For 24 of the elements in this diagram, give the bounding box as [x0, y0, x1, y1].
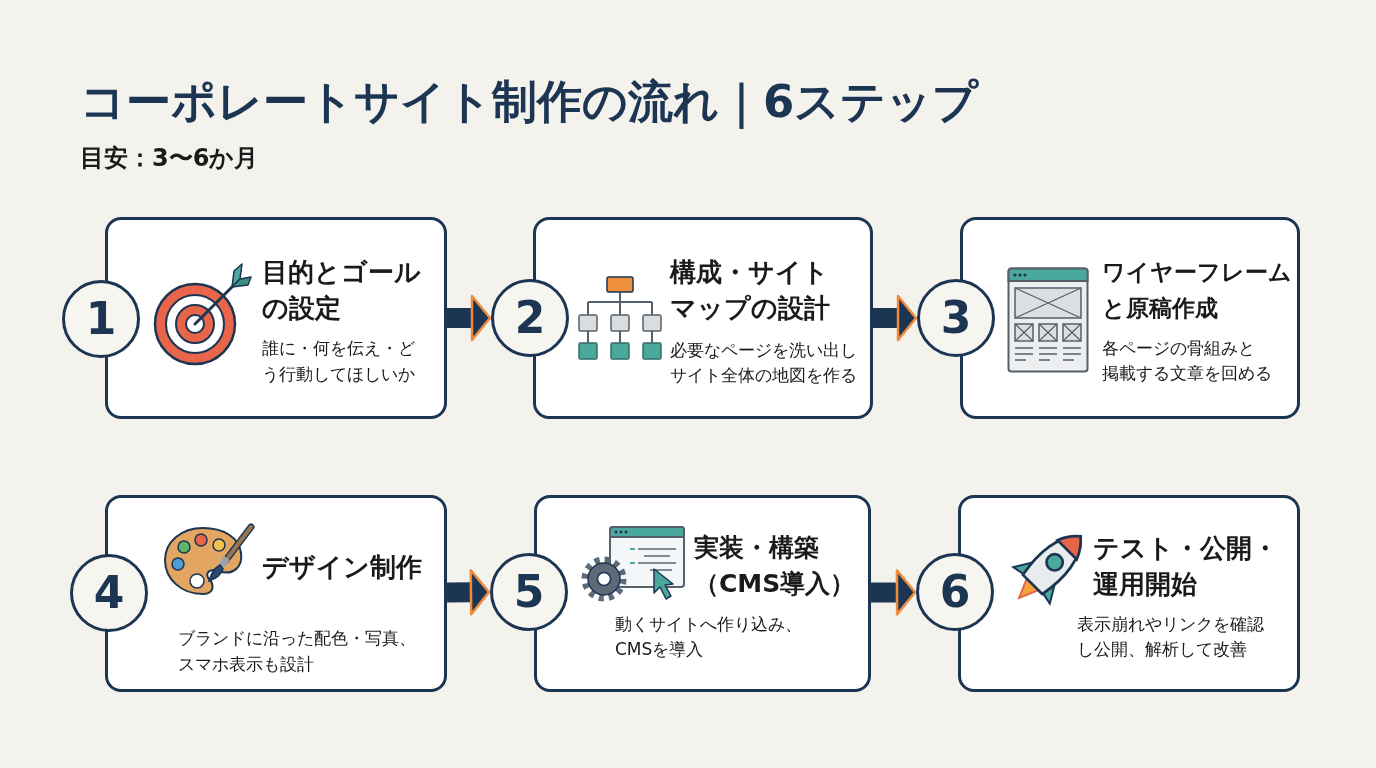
- step-title: 目的とゴールの設定: [262, 256, 422, 325]
- step-description: 各ページの骨組みと掲載する文章を回める: [1102, 337, 1273, 385]
- step-number-circle: 5: [490, 553, 568, 631]
- step-number-circle: 3: [917, 279, 995, 357]
- arrow: [870, 569, 917, 616]
- step-description: 必要なページを洗い出しサイト全体の地図を作る: [670, 339, 858, 387]
- step-description: 動くサイトへ作り込み、CMSを導入: [615, 613, 803, 661]
- step-description: 表示崩れやリンクを確認し公開、解析して改善: [1077, 613, 1265, 661]
- step-title: 実装・構築（CMS導入）: [694, 532, 857, 600]
- step-number-circle: 1: [62, 280, 140, 358]
- step-title: 構成・サイトマップの設計: [670, 256, 831, 325]
- step-number-circle: 6: [916, 553, 994, 631]
- step-number-circle: 2: [491, 279, 569, 357]
- step-title: デザイン制作: [262, 551, 423, 584]
- step-title: ワイヤーフレームと原稿作成: [1102, 258, 1292, 323]
- step-description: ブランドに沿った配色・写真、スマホ表示も設計: [178, 627, 417, 676]
- arrow: [447, 294, 492, 342]
- title: コーポレートサイト制作の流れ｜6ステップ: [80, 74, 979, 130]
- arrow: [873, 294, 918, 342]
- step-description: 誰に・何を伝え・どう行動してほしいか: [262, 338, 416, 386]
- arrow: [446, 569, 491, 616]
- duration-note: 目安：3〜6か月: [80, 143, 259, 173]
- step-number-circle: 4: [70, 554, 148, 632]
- step-title: テスト・公開・運用開始: [1093, 532, 1279, 601]
